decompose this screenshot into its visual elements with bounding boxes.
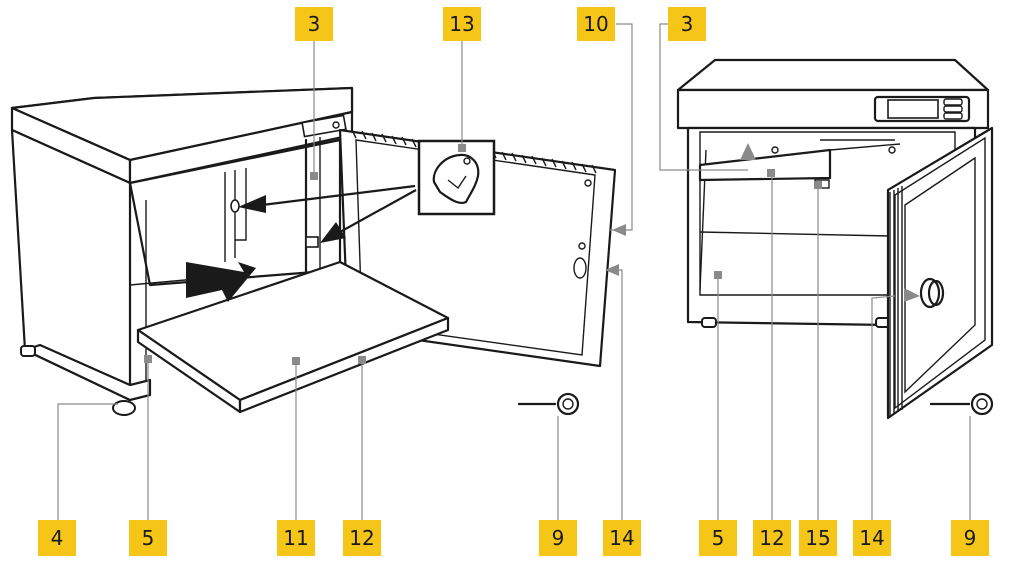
callout-label: 14 xyxy=(609,526,634,550)
callout-10: 10 xyxy=(577,7,615,41)
callout-11: 11 xyxy=(277,520,315,556)
callout-14-right: 14 xyxy=(853,520,891,556)
callout-12-left: 12 xyxy=(343,520,381,556)
callout-12-right: 12 xyxy=(753,520,791,556)
callout-3-top-right: 3 xyxy=(668,7,706,41)
dial-lock-icon xyxy=(919,277,941,309)
key-left xyxy=(518,392,580,416)
callout-label: 5 xyxy=(712,526,725,550)
callout-label: 11 xyxy=(283,526,308,550)
callout-5-right: 5 xyxy=(699,520,737,556)
callout-label: 12 xyxy=(759,526,784,550)
callout-9-right: 9 xyxy=(951,520,989,556)
callout-5-left: 5 xyxy=(129,520,167,556)
callout-15: 15 xyxy=(799,520,837,556)
callout-label: 12 xyxy=(349,526,374,550)
right-open-door xyxy=(886,126,994,420)
callout-label: 14 xyxy=(859,526,884,550)
callout-label: 3 xyxy=(681,12,694,36)
callout-label: 5 xyxy=(142,526,155,550)
bracket-icon xyxy=(432,153,480,204)
bracket-detail-box xyxy=(417,139,496,216)
foot xyxy=(112,400,136,416)
callout-label: 10 xyxy=(583,12,608,36)
leader-lines xyxy=(57,23,971,520)
shelf-panel xyxy=(136,260,450,414)
foot xyxy=(20,345,36,357)
bracket-arrows xyxy=(230,184,417,248)
callout-label: 4 xyxy=(51,526,64,550)
insert-arrow-icon xyxy=(186,262,256,302)
callout-label: 9 xyxy=(964,526,977,550)
callout-3-top-left: 3 xyxy=(295,7,333,41)
callout-label: 15 xyxy=(805,526,830,550)
callout-label: 13 xyxy=(449,12,474,36)
callout-13: 13 xyxy=(443,7,481,41)
lock-icon xyxy=(573,257,587,279)
callout-9-left: 9 xyxy=(539,520,577,556)
callout-14-left: 14 xyxy=(603,520,641,556)
key-right xyxy=(930,392,994,416)
callout-label: 3 xyxy=(308,12,321,36)
callout-4: 4 xyxy=(38,520,76,556)
callout-label: 9 xyxy=(552,526,565,550)
right-cabinet-top xyxy=(676,58,990,92)
